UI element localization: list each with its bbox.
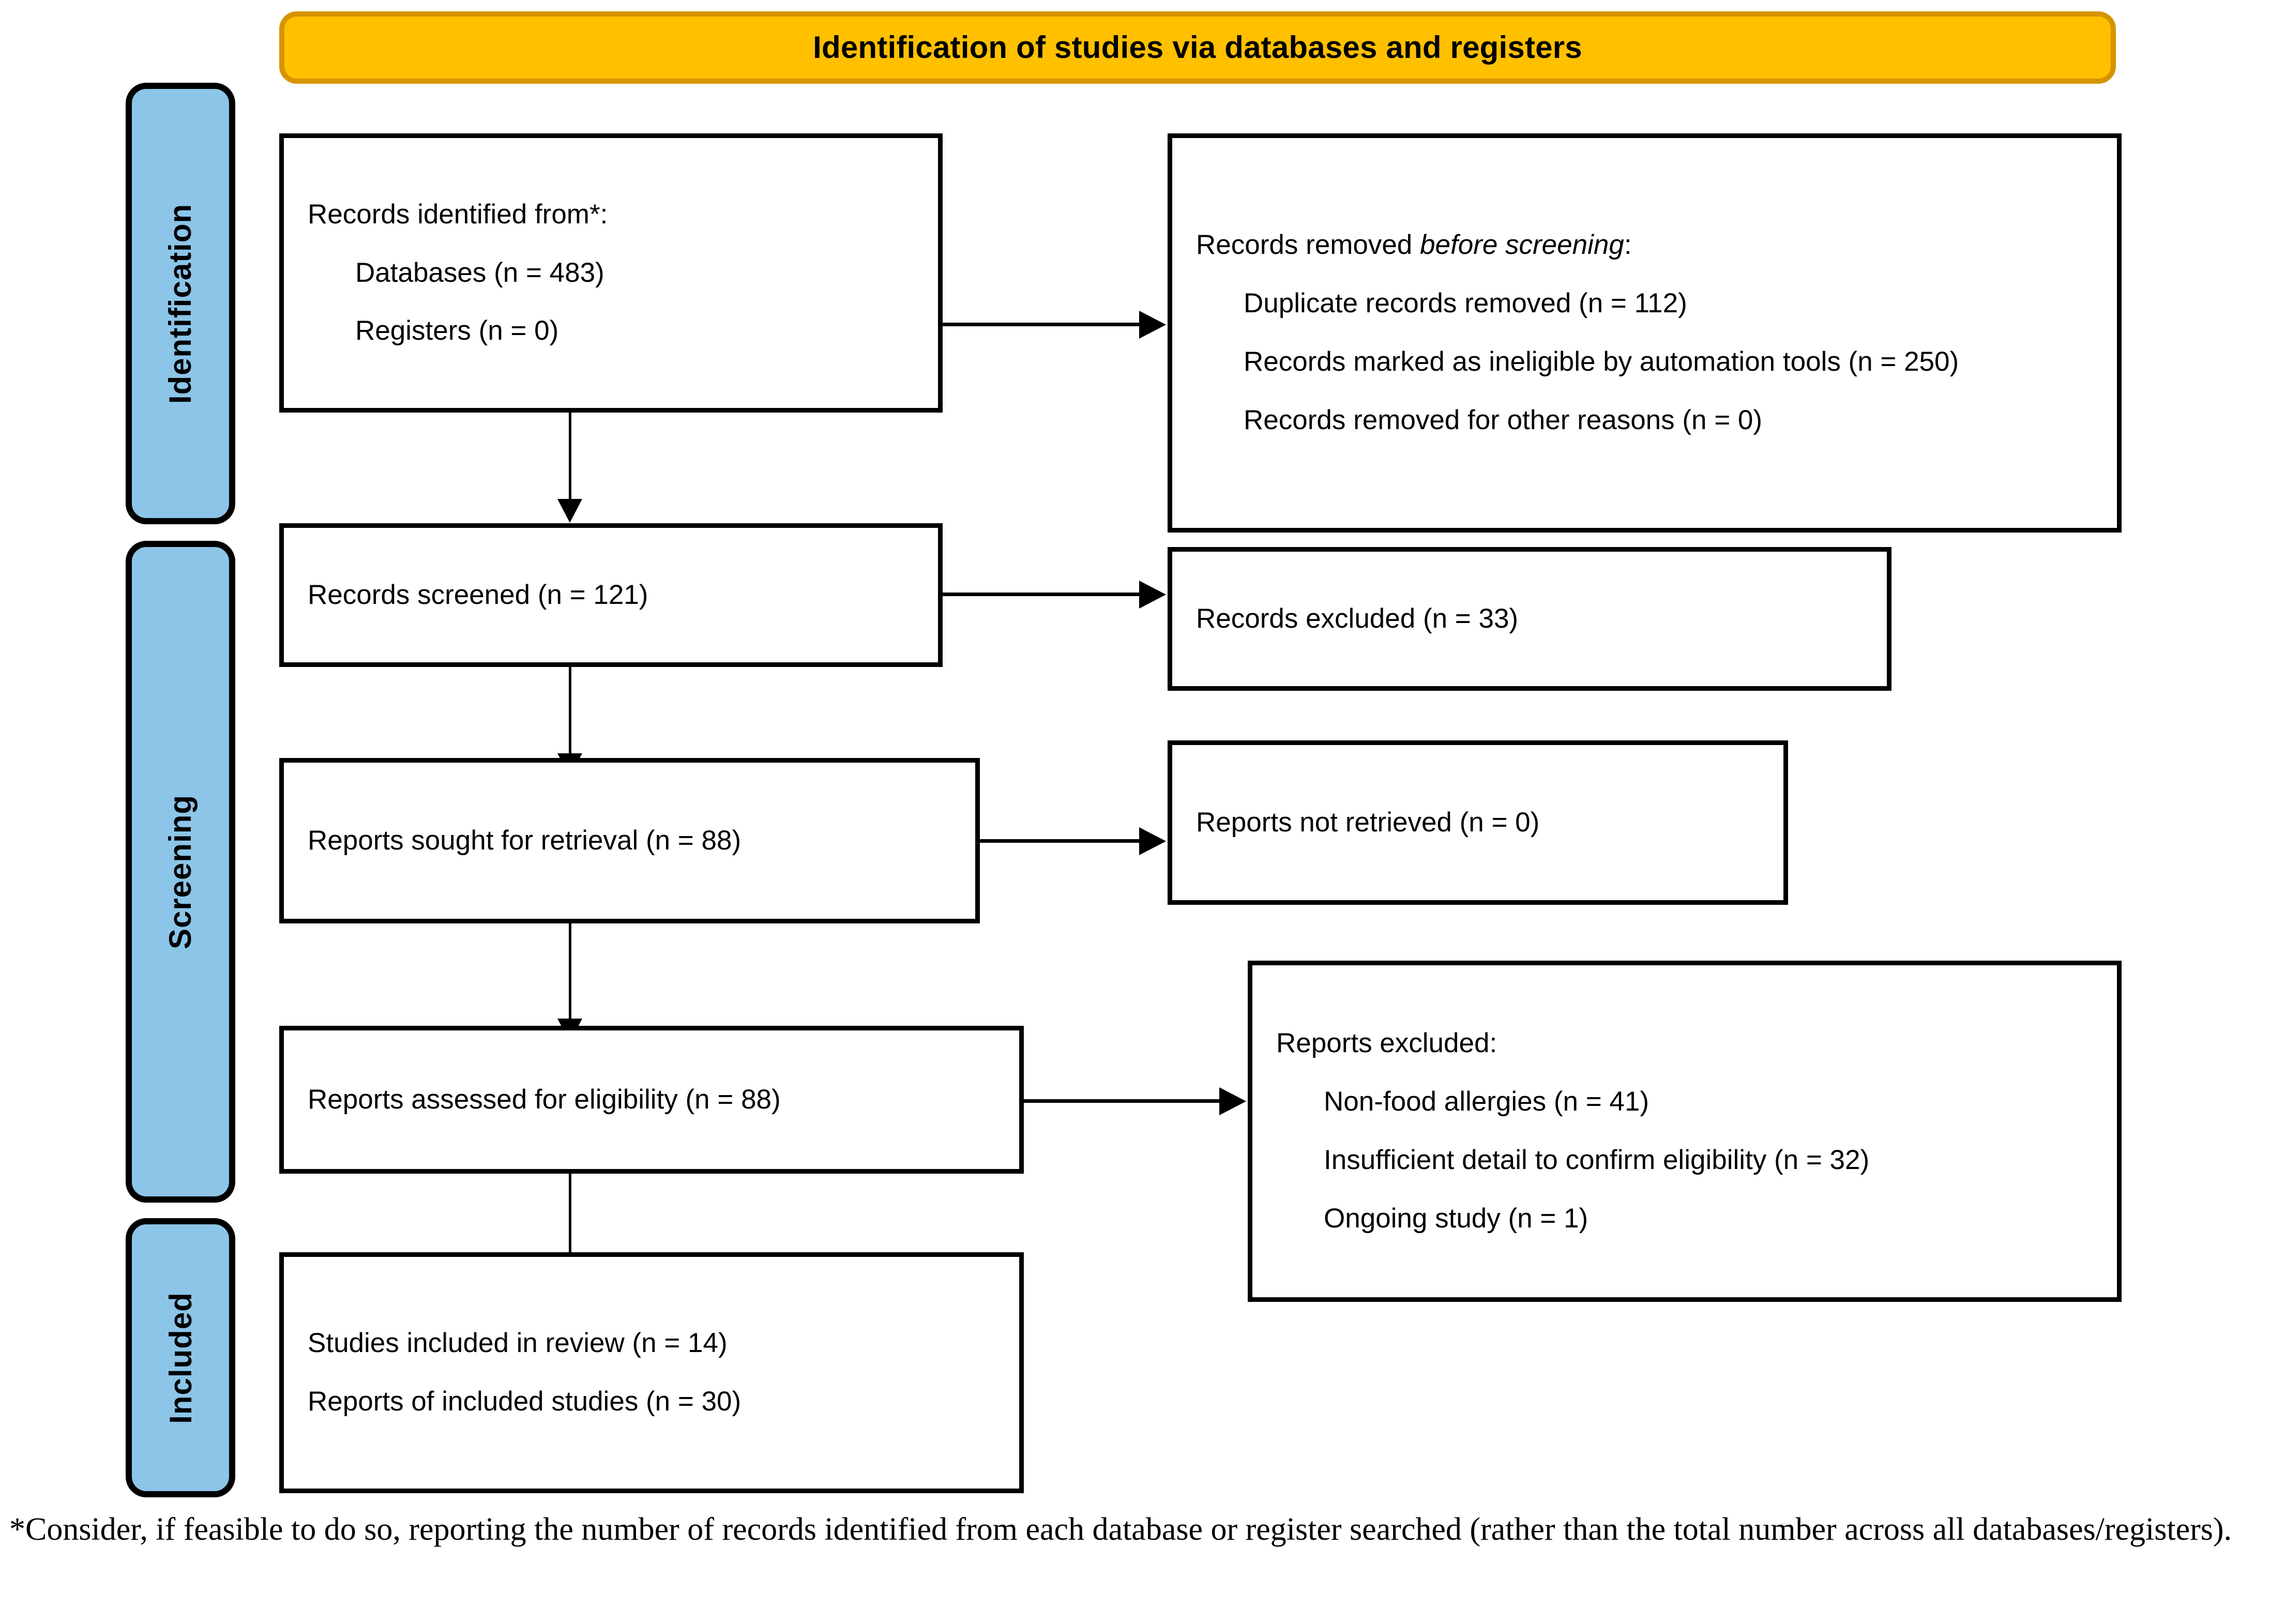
- node-studies-included: Studies included in review (n = 14) Repo…: [279, 1252, 1024, 1493]
- reports-assessed-text: Reports assessed for eligibility (n = 88…: [308, 1084, 781, 1115]
- connector-sought-to-assessed-line: [569, 923, 571, 1022]
- section-banner-identification: Identification of studies via databases …: [279, 11, 2116, 84]
- connector-screened-to-excluded-arrowhead: [1139, 581, 1166, 609]
- reports-sought-text: Reports sought for retrieval (n = 88): [308, 825, 742, 856]
- records-removed-heading-emphasis: before screening: [1420, 230, 1624, 261]
- node-reports-sought: Reports sought for retrieval (n = 88): [279, 758, 980, 923]
- connector-assessed-to-excluded-arrowhead: [1219, 1087, 1246, 1115]
- records-removed-item-other: Records removed for other reasons (n = 0…: [1244, 404, 1763, 435]
- connector-identified-to-screened-arrowhead: [557, 499, 582, 523]
- connector-sought-to-notretrieved-line: [980, 839, 1140, 843]
- stage-label-screening: Screening: [163, 794, 198, 949]
- studies-included-item-studies: Studies included in review (n = 14): [308, 1328, 728, 1359]
- stage-label-identification: Identification: [163, 203, 198, 404]
- reports-excluded-heading: Reports excluded:: [1276, 1028, 1497, 1059]
- node-records-identified: Records identified from*: Databases (n =…: [279, 133, 943, 413]
- reports-not-retrieved-text: Reports not retrieved (n = 0): [1196, 807, 1540, 838]
- studies-included-item-reports: Reports of included studies (n = 30): [308, 1386, 742, 1417]
- records-removed-heading: Records removed before screening:: [1196, 227, 2093, 263]
- connector-identified-to-removed-line: [943, 323, 1140, 326]
- node-reports-excluded: Reports excluded: Non-food allergies (n …: [1248, 961, 2122, 1302]
- stage-label-included: Included: [163, 1292, 198, 1424]
- node-records-removed: Records removed before screening: Duplic…: [1168, 133, 2122, 533]
- records-excluded-text: Records excluded (n = 33): [1196, 603, 1519, 634]
- connector-assessed-to-included-line: [569, 1174, 571, 1265]
- records-identified-item-databases: Databases (n = 483): [355, 257, 604, 288]
- node-reports-assessed: Reports assessed for eligibility (n = 88…: [279, 1026, 1024, 1174]
- node-records-screened: Records screened (n = 121): [279, 523, 943, 667]
- stage-tab-screening: Screening: [126, 541, 235, 1203]
- records-removed-item-duplicates: Duplicate records removed (n = 112): [1244, 288, 1687, 319]
- stage-tab-included: Included: [126, 1218, 235, 1497]
- connector-screened-to-excluded-line: [943, 593, 1140, 596]
- connector-identified-to-screened-line: [569, 413, 571, 502]
- records-identified-heading: Records identified from*:: [308, 199, 608, 230]
- records-removed-heading-suffix: :: [1624, 230, 1632, 261]
- records-removed-heading-prefix: Records removed: [1196, 230, 1420, 261]
- connector-screened-to-sought-line: [569, 667, 571, 756]
- reports-excluded-item-ongoing: Ongoing study (n = 1): [1324, 1203, 1588, 1234]
- reports-excluded-item-insufficient: Insufficient detail to confirm eligibili…: [1324, 1145, 1870, 1175]
- stage-tab-identification: Identification: [126, 83, 235, 524]
- records-screened-text: Records screened (n = 121): [308, 579, 648, 610]
- connector-identified-to-removed-arrowhead: [1139, 311, 1166, 339]
- connector-sought-to-notretrieved-arrowhead: [1139, 827, 1166, 855]
- records-identified-item-registers: Registers (n = 0): [355, 315, 559, 346]
- records-removed-item-automation: Records marked as ineligible by automati…: [1244, 346, 1959, 377]
- reports-excluded-item-nonfood: Non-food allergies (n = 41): [1324, 1086, 1649, 1117]
- banner-title: Identification of studies via databases …: [813, 30, 1582, 65]
- connector-assessed-to-excluded-line: [1024, 1099, 1220, 1103]
- node-reports-not-retrieved: Reports not retrieved (n = 0): [1168, 740, 1788, 905]
- node-records-excluded: Records excluded (n = 33): [1168, 547, 1891, 691]
- footnote: *Consider, if feasible to do so, reporti…: [9, 1512, 2232, 1547]
